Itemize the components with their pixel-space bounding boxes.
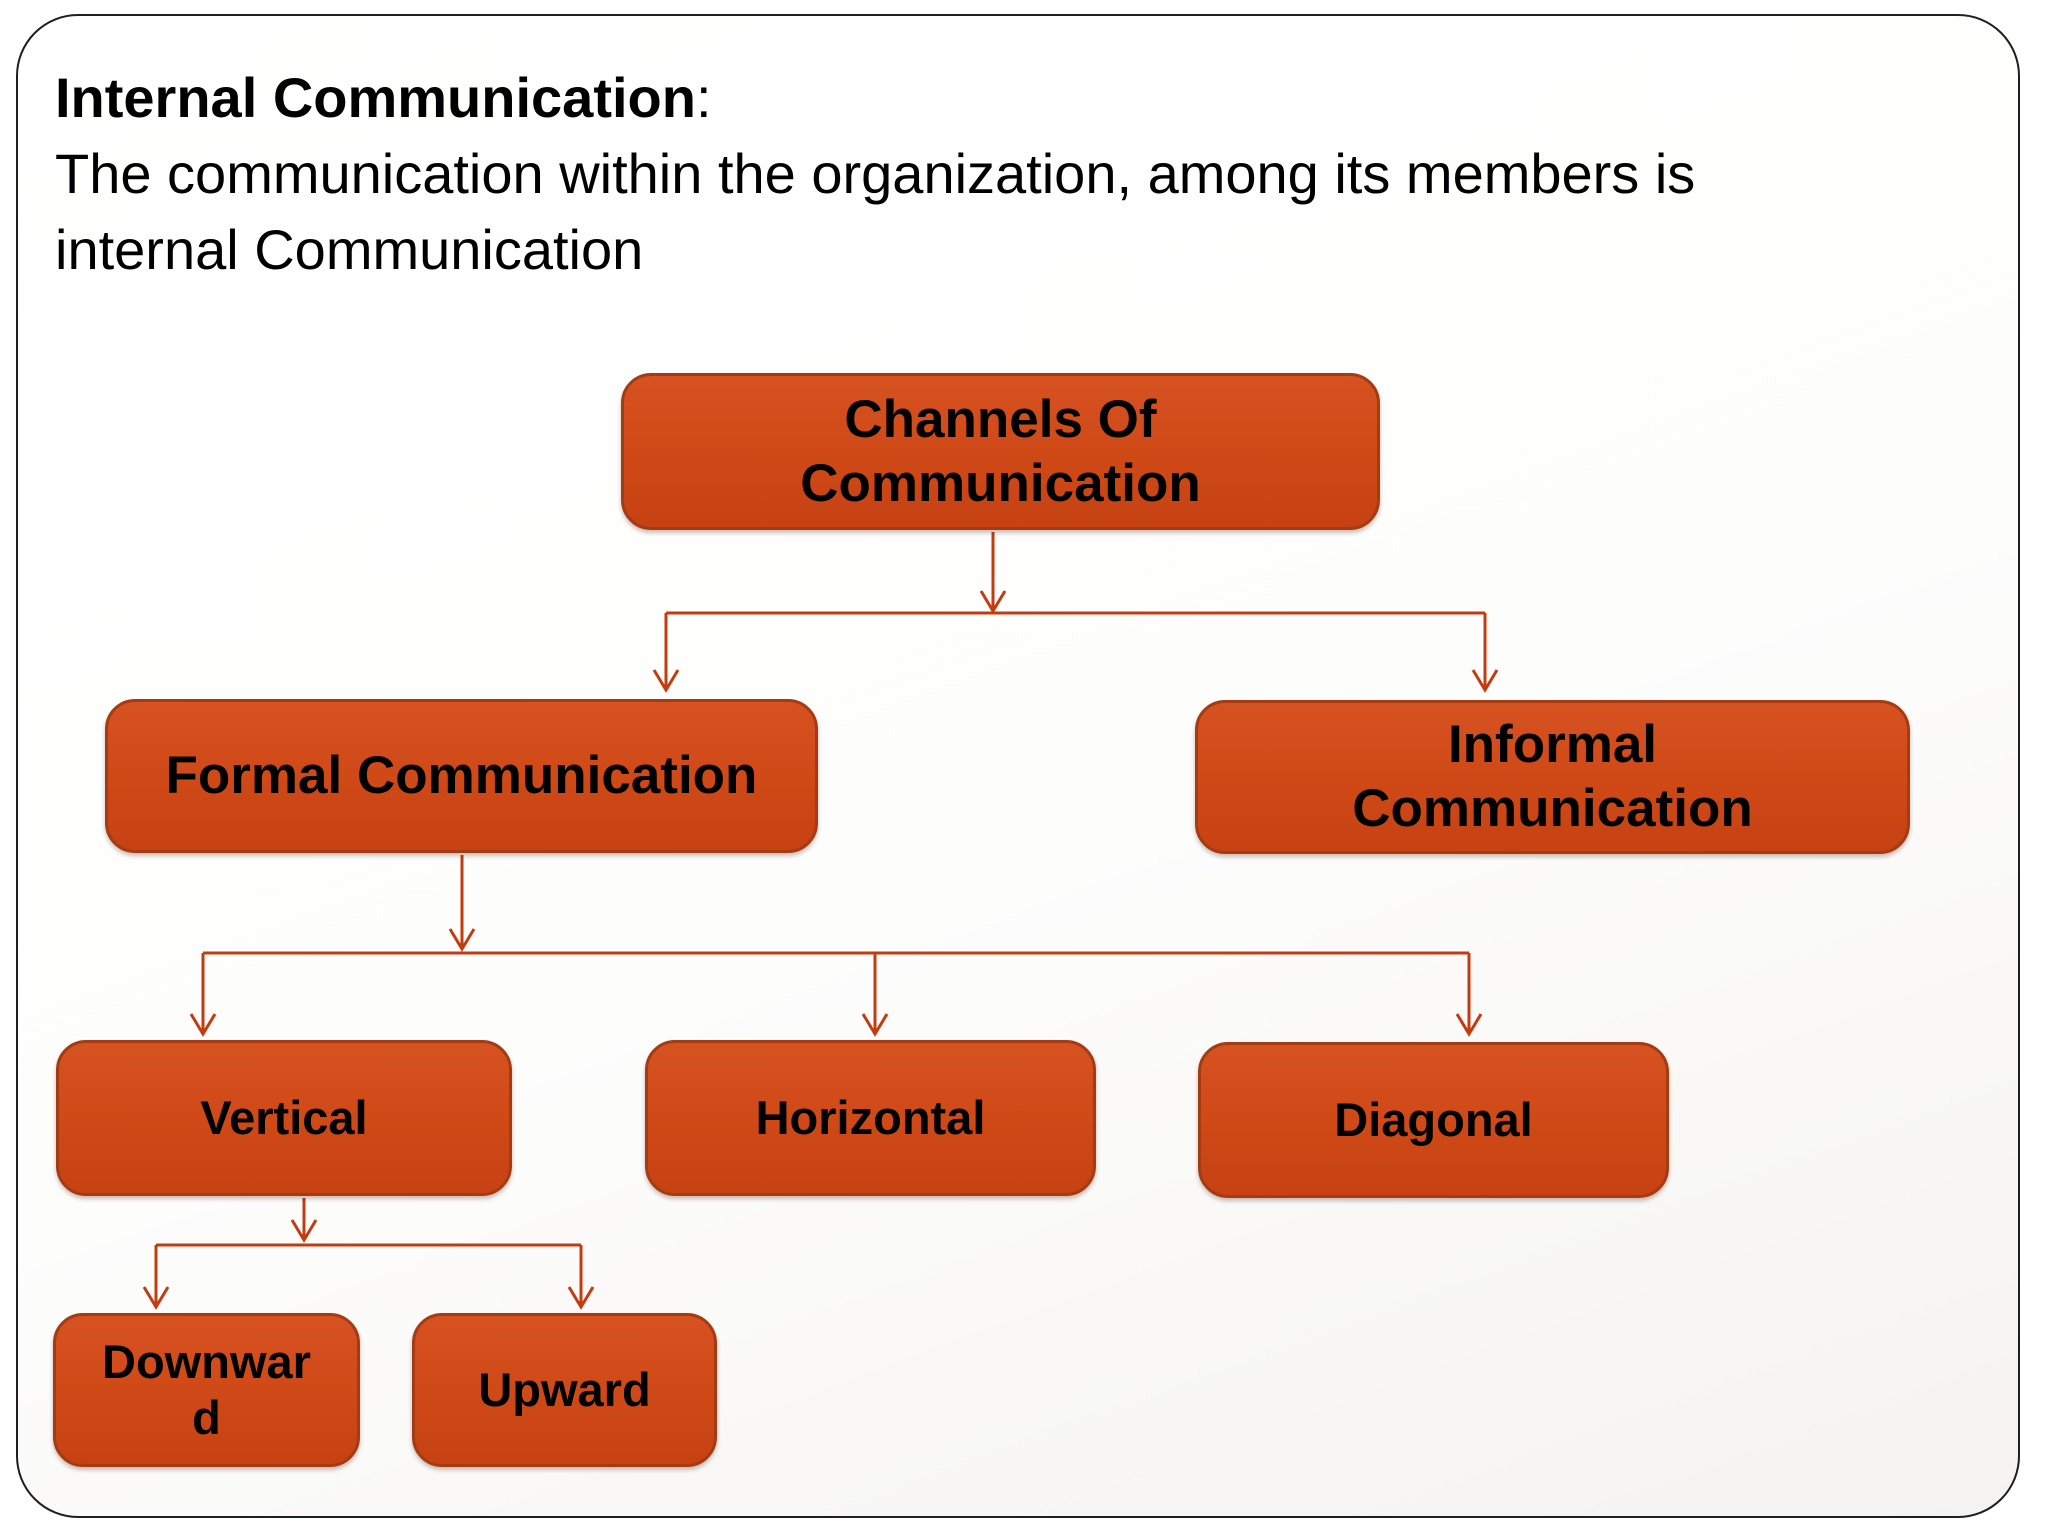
node-diagonal: Diagonal <box>1198 1042 1669 1198</box>
page-title-colon: : <box>695 66 712 129</box>
page-title-block: Internal Communication: The communicatio… <box>55 60 1955 288</box>
node-vertical: Vertical <box>56 1040 512 1196</box>
page-title: Internal Communication: <box>55 60 1955 136</box>
node-informal-communication: Informal Communication <box>1195 700 1910 854</box>
page-title-bold: Internal Communication <box>55 66 696 129</box>
node-horizontal: Horizontal <box>645 1040 1096 1196</box>
node-channels-of-communication: Channels Of Communication <box>621 373 1380 530</box>
node-formal-communication: Formal Communication <box>105 699 818 853</box>
node-upward: Upward <box>412 1313 717 1467</box>
node-downward: Downwar d <box>53 1313 360 1467</box>
page-subtitle: The communication within the organizatio… <box>55 142 1696 281</box>
